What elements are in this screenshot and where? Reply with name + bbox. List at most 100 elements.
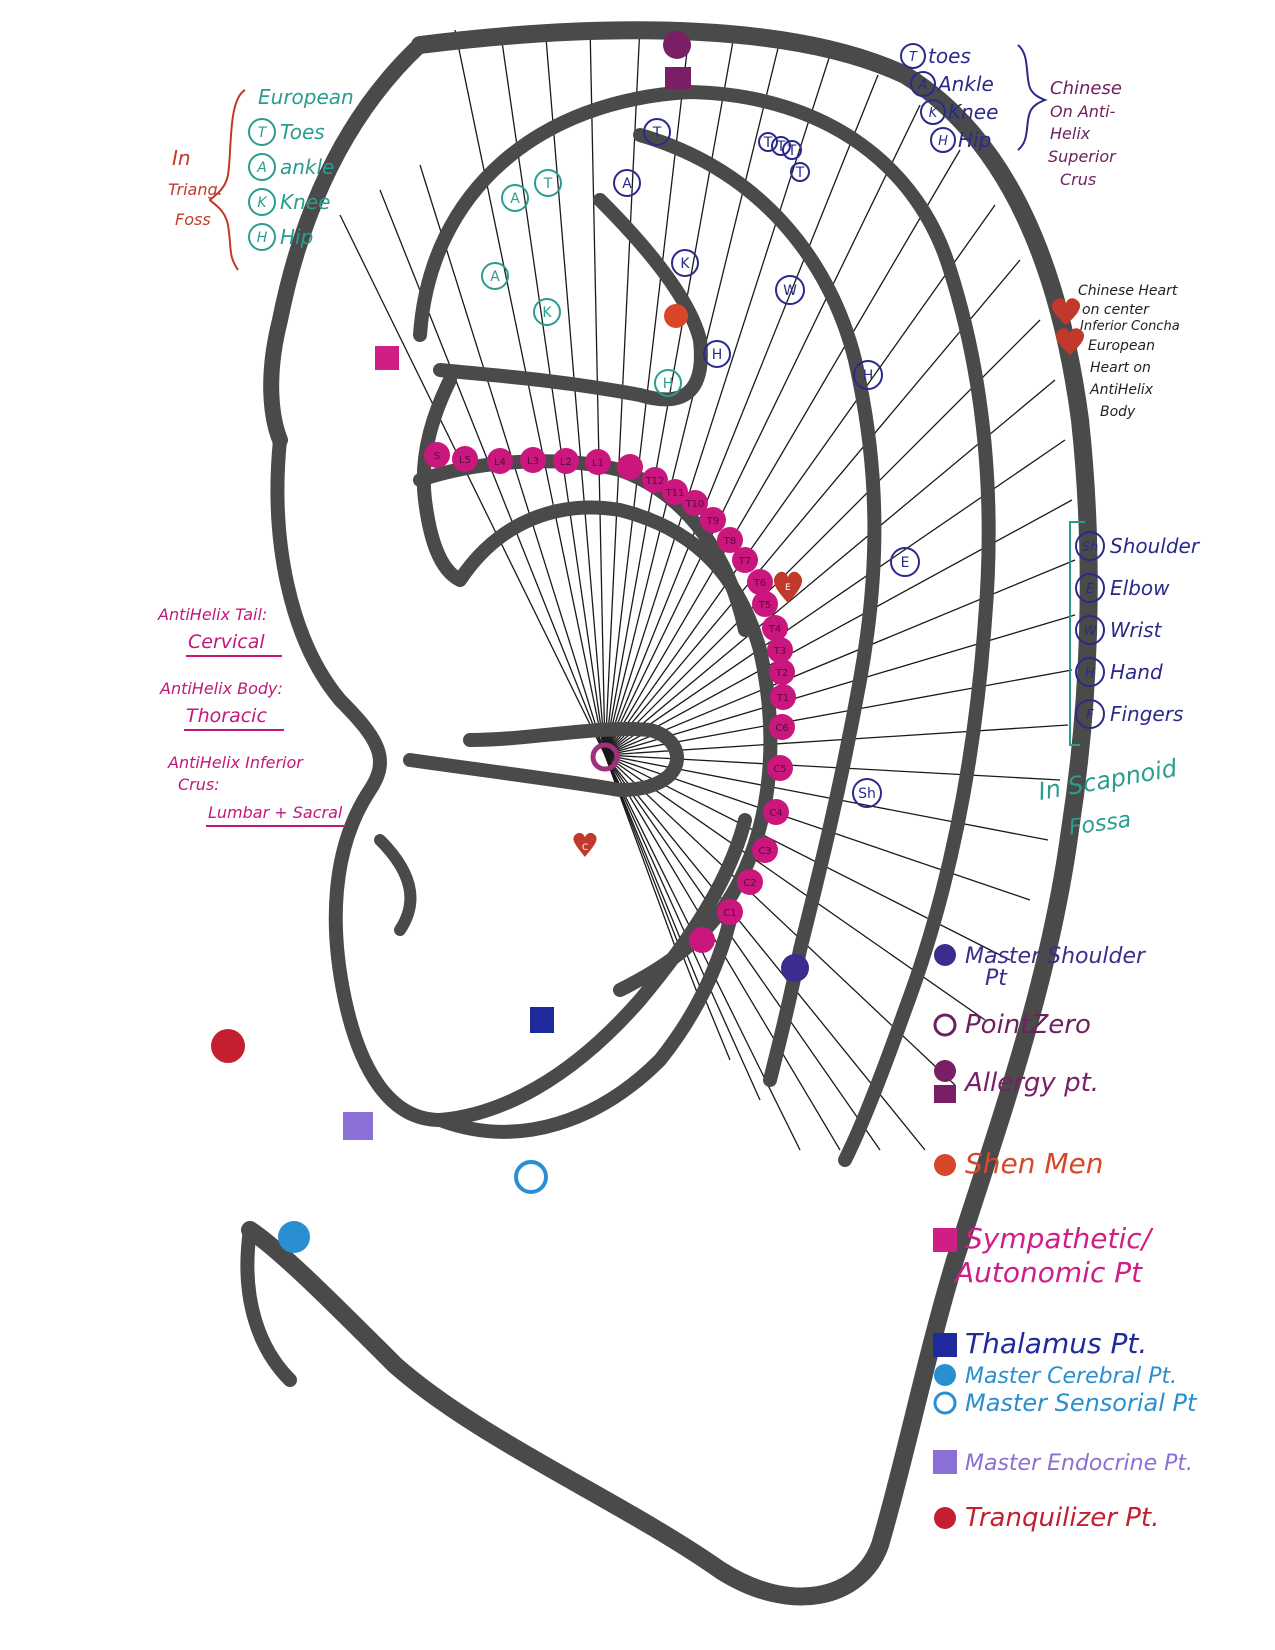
- bead-label: C4: [769, 808, 782, 819]
- legend-label: Master Shoulder: [965, 944, 1147, 969]
- chinese-note-2: On Anti-: [1050, 102, 1116, 121]
- legend-label-line2: Autonomic Pt: [953, 1256, 1143, 1289]
- scapha-item-icon: [1075, 615, 1105, 645]
- radiating-line: [604, 754, 881, 1151]
- chinese-item-label: Ankle: [936, 72, 994, 96]
- helix-outer-rim: [241, 21, 1098, 1606]
- marker-ring: [771, 136, 791, 156]
- european-heart-note-3: AntiHelix: [1089, 382, 1154, 398]
- marker-letter: T: [776, 139, 786, 155]
- marker-ring: [643, 118, 671, 146]
- allergy-square: [665, 67, 691, 89]
- chinese-note-1: Chinese: [1050, 78, 1122, 99]
- helix-top-inner: [263, 37, 428, 448]
- bead-label: C5: [773, 764, 786, 775]
- marker-letter: Sh: [858, 786, 876, 802]
- marker-ring: [671, 249, 699, 277]
- spine-notes: AntiHelix Tail: Cervical AntiHelix Body:…: [157, 605, 346, 827]
- scapha-item-letter: E: [1086, 582, 1095, 597]
- chinese-heart-letter: C: [582, 843, 588, 853]
- marker-letter: T: [787, 143, 797, 159]
- scapha-item-label: Shoulder: [1110, 534, 1201, 558]
- marker-letter: A: [490, 269, 500, 285]
- scapha-item-icon: [1075, 657, 1105, 687]
- european-side-label-3: Foss: [175, 210, 211, 229]
- bead-dot: [689, 927, 715, 953]
- spine-bead: C2: [737, 869, 763, 895]
- legend-label: Master Cerebral Pt.: [965, 1364, 1177, 1389]
- antihelix-tail-value: Cervical: [188, 631, 265, 653]
- marker-letter: T: [795, 165, 805, 181]
- chinese-item-label: Knee: [948, 100, 998, 124]
- chinese-item-letter: H: [938, 134, 948, 149]
- master-endocrine-square: [343, 1112, 373, 1140]
- chinese-item-letter: A: [918, 78, 928, 93]
- radiating-line: [604, 754, 1011, 961]
- chinese-note-3: Helix: [1050, 124, 1091, 143]
- radiating-line: [604, 754, 761, 1101]
- european-side-label-2: Triang.: [168, 180, 223, 199]
- bead-dot: [762, 615, 788, 641]
- chinese-item: A Ankle: [910, 71, 994, 97]
- scapha-item-label: Elbow: [1110, 576, 1170, 600]
- bead-label: T3: [773, 646, 786, 657]
- legend-item: Master Cerebral Pt.: [934, 1364, 1177, 1389]
- bead-dot: [700, 507, 726, 533]
- european-item-letter: T: [258, 125, 268, 141]
- european-side-label-1: In: [172, 146, 191, 170]
- scapha-item: Sh Shoulder: [1075, 531, 1201, 561]
- scapha-item-letter: Sh: [1082, 540, 1099, 555]
- legend-item: Master Sensorial Pt: [933, 1389, 1198, 1417]
- spine-bead: [617, 454, 643, 480]
- legend-item: Tranquilizer Pt.: [934, 1503, 1159, 1533]
- european-heart-letter: E: [785, 583, 791, 593]
- bead-label: T10: [685, 499, 705, 510]
- scapha-item-label: Hand: [1110, 660, 1163, 684]
- spine-bead: T8: [717, 527, 743, 553]
- heart-notes: Chinese Heart on center Inferior Concha …: [1051, 283, 1180, 420]
- bead-label: T4: [768, 624, 781, 635]
- scapha-item-label: Wrist: [1110, 618, 1163, 642]
- master-shoulder-dot: [781, 954, 809, 982]
- chinese-item-icon: [910, 71, 936, 97]
- scapha-item-icon: [1075, 573, 1105, 603]
- spine-bead: T10: [682, 490, 708, 516]
- scapha-marker: Sh: [852, 778, 882, 808]
- thalamus-square: [530, 1007, 554, 1033]
- triangular-fossa-border: [433, 193, 708, 407]
- bead-label: C2: [743, 878, 756, 889]
- legend-dot-icon: [934, 1364, 956, 1386]
- radiating-line: [379, 189, 606, 756]
- european-heart-legend-icon: [1055, 328, 1085, 355]
- chinese-note-5: Crus: [1060, 170, 1096, 189]
- radiating-line: [604, 74, 879, 756]
- marker-letter: A: [510, 191, 520, 207]
- marker-ring: [790, 162, 810, 182]
- spine-bead: L1: [585, 449, 611, 475]
- spine-bead: C6: [769, 714, 795, 740]
- bead-dot: [747, 569, 773, 595]
- legend-square-icon: [933, 1228, 957, 1252]
- legend-ring-icon: [933, 1013, 957, 1037]
- bead-dot: [553, 448, 579, 474]
- antihelix-body-label: AntiHelix Body:: [159, 679, 283, 698]
- bead-label: C3: [758, 846, 771, 857]
- antihelix-body-value: Thoracic: [186, 705, 267, 727]
- legend-item: Allergy pt.: [934, 1060, 1099, 1103]
- bead-label: T5: [758, 600, 771, 611]
- antihelix-tail-label: AntiHelix Tail:: [157, 605, 267, 624]
- marker-ring: [890, 547, 920, 577]
- european-item-label: Knee: [280, 190, 330, 214]
- bead-label: T1: [776, 693, 789, 704]
- bead-label: T2: [775, 668, 788, 679]
- antihelix-crus-label-2: Crus:: [178, 775, 220, 794]
- legend-label: Allergy pt.: [963, 1068, 1099, 1098]
